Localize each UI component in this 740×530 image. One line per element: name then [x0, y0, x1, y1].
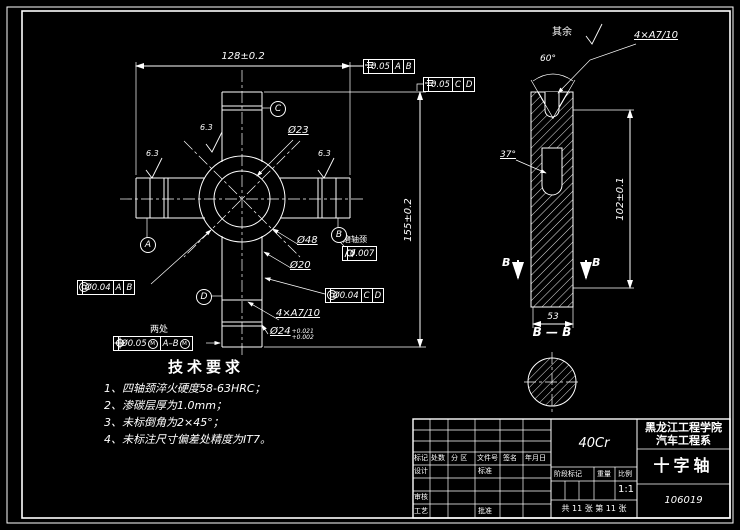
- other-surfaces-label: 其余: [552, 27, 572, 38]
- tb-school-line2: 汽车工程系: [656, 434, 711, 447]
- fcf-datum: A: [112, 281, 124, 294]
- fcf-concentricity-ab: Ø0.04 A B: [77, 280, 136, 295]
- tb-header-docno: 文件号: [477, 454, 498, 462]
- datum-c: C: [270, 101, 286, 117]
- tb-role-process: 工艺: [414, 507, 428, 515]
- grind-journal-note: 磨轴颈: [343, 235, 367, 244]
- cylindricity-icon: [343, 247, 356, 260]
- fcf-symmetry-ab: 0.05 A B: [363, 59, 415, 74]
- tb-scale-label: 比例: [618, 470, 632, 478]
- tolerance-upper: +0.021: [291, 328, 314, 335]
- title-block-grid: [412, 418, 731, 519]
- dim-height: 155±0.2: [403, 198, 414, 242]
- concentricity-icon: [78, 281, 89, 294]
- fcf-datum: A: [391, 60, 403, 73]
- tb-role-approve: 批准: [478, 507, 492, 515]
- tb-weight-label: 重量: [597, 470, 611, 478]
- border-frame: [6, 6, 734, 524]
- angle-37: 37°: [500, 150, 516, 160]
- tb-material: 40Cr: [578, 436, 610, 451]
- fcf-concentricity-cd: Ø0.04 C D: [325, 288, 385, 303]
- datum-d: D: [196, 289, 212, 305]
- roughness-value: 6.3: [318, 149, 331, 158]
- datum-a: A: [140, 237, 156, 253]
- fcf-datum: D: [462, 78, 475, 91]
- symmetry-icon: [364, 60, 375, 73]
- tb-header-zone: 分 区: [451, 454, 468, 462]
- symmetry-icon: [424, 78, 435, 91]
- label-d24: Ø24+0.021+0.002: [270, 326, 314, 341]
- fcf-datum: C: [451, 78, 463, 91]
- fcf-value: 0.05: [428, 78, 452, 91]
- fcf-datum: C: [360, 289, 372, 302]
- mmc-icon: M: [179, 338, 190, 349]
- fcf-symmetry-cd: 0.05 C D: [423, 77, 476, 92]
- tb-scale-value: 1:1: [617, 484, 635, 495]
- tb-part-no: 106019: [664, 495, 703, 506]
- main-view-linework: [120, 62, 580, 414]
- concentricity-icon: [326, 289, 337, 302]
- tb-header-mark: 标记: [414, 454, 428, 462]
- label-holes: 4×A7/10: [276, 308, 321, 319]
- tech-req-item: 2、渗碳层厚为1.0mm；: [104, 399, 227, 412]
- tb-sheet-info: 共 11 张 第 11 张: [561, 504, 627, 513]
- tb-role-design: 设计: [414, 467, 428, 475]
- fcf-value: 0.05: [368, 60, 392, 73]
- fcf-datum: D: [371, 289, 384, 302]
- tb-header-count: 处数: [431, 454, 445, 462]
- fcf-cylindricity: 0.007: [342, 246, 378, 261]
- section-title: B — B: [532, 325, 572, 339]
- section-letter: B: [592, 256, 601, 269]
- two-places-note: 两处: [150, 325, 169, 335]
- section-letter: B: [502, 256, 511, 269]
- roughness-value: 6.3: [200, 123, 213, 132]
- tb-role-standard: 标准: [478, 467, 492, 475]
- mmc-icon: M: [147, 338, 158, 349]
- tb-header-sign: 签名: [503, 454, 517, 462]
- side-dim-height: 102±0.1: [615, 177, 626, 221]
- roughness-value: 6.3: [146, 149, 159, 158]
- tech-req-item: 3、未标倒角为2×45°；: [104, 416, 224, 429]
- label-d23: Ø23: [288, 125, 309, 136]
- side-dim-width: 53: [547, 312, 559, 322]
- tb-header-date: 年月日: [525, 454, 546, 462]
- tb-school-line1: 黑龙江工程学院: [645, 421, 722, 434]
- tech-req-item: 4、未标注尺寸偏差处精度为IT7。: [104, 433, 271, 446]
- dim-width: 128±0.2: [221, 51, 265, 62]
- angle-60: 60°: [540, 54, 556, 64]
- tech-req-item: 1、四轴颈淬火硬度58-63HRC；: [104, 382, 266, 395]
- tb-stage-label: 阶段标记: [554, 470, 582, 478]
- datum-b: B: [331, 227, 347, 243]
- fcf-datum: B: [123, 281, 134, 294]
- side-label-holes: 4×A7/10: [634, 30, 679, 41]
- label-d48: Ø48: [297, 235, 318, 246]
- position-icon: [114, 337, 126, 350]
- tb-role-check: 审核: [414, 493, 428, 501]
- side-view-linework: [512, 23, 637, 407]
- tb-part-name: 十字轴: [653, 456, 714, 475]
- fcf-datum: B: [402, 60, 414, 73]
- tech-req-title: 技术要求: [168, 358, 245, 376]
- tolerance-lower: +0.002: [291, 334, 314, 341]
- label-d20: Ø20: [290, 260, 311, 271]
